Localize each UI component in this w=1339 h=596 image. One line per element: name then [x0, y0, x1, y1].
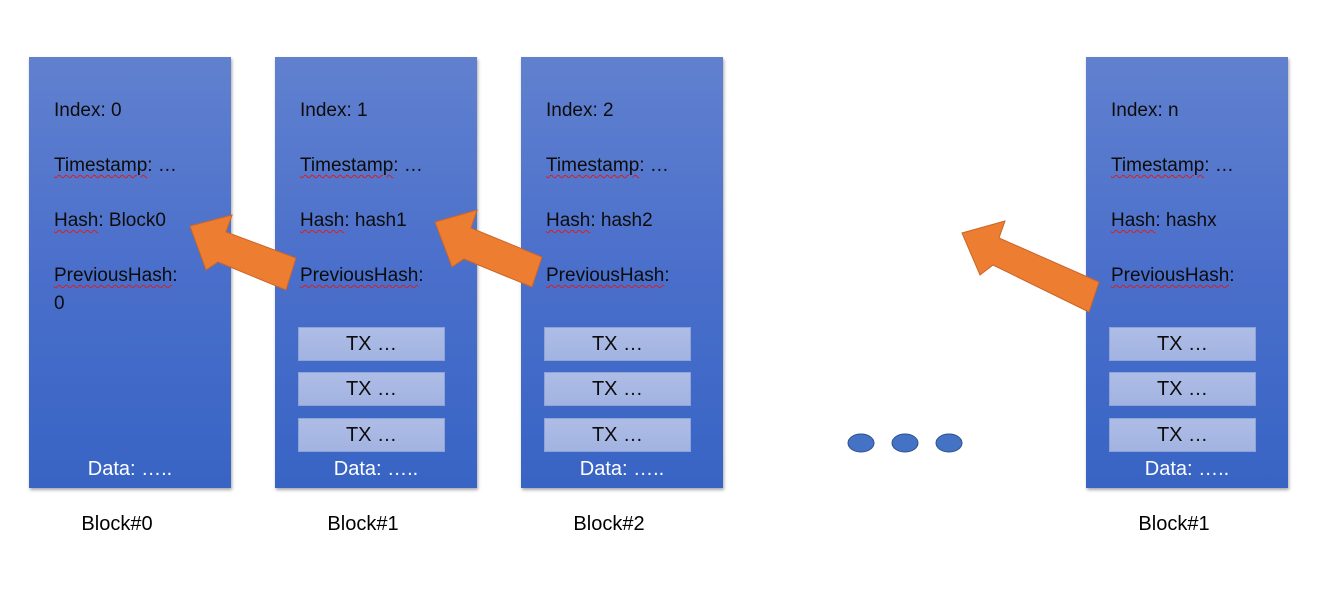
- block-hash: Hash: hash2: [546, 210, 653, 232]
- block-data: Data: …..: [87, 458, 173, 480]
- timestamp-value: : …: [147, 155, 177, 176]
- previous-hash-value: :: [1229, 265, 1235, 286]
- block-index: Index: 0: [54, 100, 122, 121]
- block-0: Index: 0 Timestamp: … Hash: Block0 Previ…: [29, 57, 231, 488]
- hash-label: Hash: [300, 210, 345, 231]
- block-timestamp: Timestamp: …: [300, 155, 423, 177]
- previous-hash-label: PreviousHash: [300, 265, 419, 286]
- previous-hash-value: :: [172, 265, 178, 286]
- block-data: Data: …..: [333, 458, 419, 480]
- block-caption: Block#0: [81, 513, 153, 535]
- hash-label: Hash: [54, 210, 99, 231]
- timestamp-value: : …: [1204, 155, 1234, 176]
- transaction-box: TX …: [544, 327, 691, 361]
- previous-hash-value: :: [664, 265, 670, 286]
- block-caption: Block#1: [327, 513, 399, 535]
- previous-hash-value: :: [418, 265, 424, 286]
- timestamp-label: Timestamp: [300, 155, 394, 176]
- timestamp-label: Timestamp: [54, 155, 148, 176]
- block-index: Index: 1: [300, 100, 368, 121]
- block-n: Index: n Timestamp: … Hash: hashx Previo…: [1086, 57, 1288, 488]
- block-timestamp: Timestamp: …: [546, 155, 669, 177]
- transaction-box: TX …: [298, 327, 445, 361]
- block-hash: Hash: Block0: [54, 210, 166, 232]
- previous-hash-label: PreviousHash: [54, 265, 173, 286]
- block-1: Index: 1 Timestamp: … Hash: hash1 Previo…: [275, 57, 477, 488]
- previous-hash-value-line2: 0: [54, 293, 65, 314]
- hash-value: : hash1: [344, 210, 407, 231]
- block-data: Data: …..: [579, 458, 665, 480]
- block-previous-hash: PreviousHash:: [300, 265, 424, 287]
- hash-label: Hash: [546, 210, 591, 231]
- timestamp-value: : …: [393, 155, 423, 176]
- hash-value: : Block0: [98, 210, 166, 231]
- block-caption: Block#2: [573, 513, 645, 535]
- block-index: Index: 2: [546, 100, 614, 121]
- timestamp-value: : …: [639, 155, 669, 176]
- transaction-box: TX …: [298, 372, 445, 406]
- transaction-box: TX …: [298, 418, 445, 452]
- block-hash: Hash: hashx: [1111, 210, 1217, 232]
- block-hash: Hash: hash1: [300, 210, 407, 232]
- transaction-box: TX …: [544, 418, 691, 452]
- transaction-box: TX …: [1109, 372, 1256, 406]
- block-index: Index: n: [1111, 100, 1179, 121]
- block-data: Data: …..: [1144, 458, 1230, 480]
- transaction-box: TX …: [544, 372, 691, 406]
- ellipsis-dot-icon: [891, 433, 919, 453]
- hash-value: : hash2: [590, 210, 653, 231]
- hash-value: : hashx: [1155, 210, 1217, 231]
- block-2: Index: 2 Timestamp: … Hash: hash2 Previo…: [521, 57, 723, 488]
- previous-hash-label: PreviousHash: [1111, 265, 1230, 286]
- transaction-box: TX …: [1109, 327, 1256, 361]
- ellipsis-dot-icon: [935, 433, 963, 453]
- timestamp-label: Timestamp: [1111, 155, 1205, 176]
- block-previous-hash: PreviousHash:: [1111, 265, 1235, 287]
- ellipsis-dot-icon: [847, 433, 875, 453]
- arrow-icon: [961, 220, 1100, 313]
- hash-label: Hash: [1111, 210, 1156, 231]
- block-timestamp: Timestamp: …: [1111, 155, 1234, 177]
- transaction-box: TX …: [1109, 418, 1256, 452]
- timestamp-label: Timestamp: [546, 155, 640, 176]
- block-caption: Block#1: [1138, 513, 1210, 535]
- previous-hash-label: PreviousHash: [546, 265, 665, 286]
- block-previous-hash: PreviousHash:: [546, 265, 670, 287]
- block-timestamp: Timestamp: …: [54, 155, 177, 177]
- block-previous-hash: PreviousHash:: [54, 265, 178, 287]
